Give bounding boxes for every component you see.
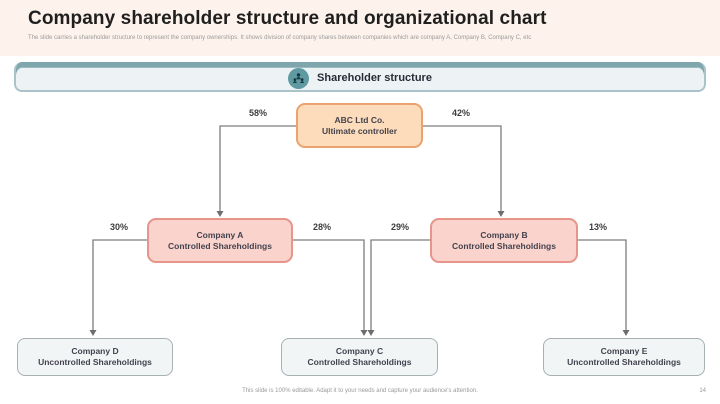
page-subtitle: The slide carries a shareholder structur… — [28, 35, 532, 41]
page-number: 14 — [699, 388, 706, 394]
org-node-company-d: Company D Uncontrolled Shareholdings — [17, 338, 173, 376]
section-banner: Shareholder structure — [14, 62, 706, 92]
org-node-company-e: Company E Uncontrolled Shareholdings — [543, 338, 705, 376]
section-banner-label: Shareholder structure — [317, 72, 432, 84]
share-label-abc-to-a: 58% — [248, 108, 268, 118]
node-subtitle: Controlled Shareholdings — [452, 240, 556, 251]
node-title: Company D — [71, 346, 119, 357]
node-subtitle: Controlled Shareholdings — [168, 240, 272, 251]
node-title: Company A — [196, 229, 244, 240]
share-label-b-to-e: 13% — [588, 222, 608, 232]
org-node-company-b: Company B Controlled Shareholdings — [430, 218, 578, 263]
node-title: Company C — [335, 346, 384, 357]
node-title: ABC Ltd Co. — [334, 114, 385, 125]
org-node-company-a: Company A Controlled Shareholdings — [147, 218, 293, 263]
org-node-abc-ltd: ABC Ltd Co. Ultimate controller — [296, 103, 423, 148]
share-label-b-to-c: 29% — [390, 222, 410, 232]
footer-note: This slide is 100% editable. Adapt it to… — [242, 388, 478, 394]
people-group-icon — [288, 67, 310, 89]
node-subtitle: Controlled Shareholdings — [307, 357, 412, 367]
share-label-abc-to-b: 42% — [451, 108, 471, 118]
header: Company shareholder structure and organi… — [0, 0, 720, 56]
page-title: Company shareholder structure and organi… — [28, 8, 547, 29]
node-title: Company B — [480, 229, 528, 240]
share-label-a-to-c: 28% — [312, 222, 332, 232]
share-label-a-to-d: 30% — [109, 222, 129, 232]
node-subtitle: Uncontrolled Shareholdings — [38, 357, 152, 367]
org-node-company-c: Company C Controlled Shareholdings — [281, 338, 438, 376]
node-title: Company E — [600, 346, 648, 357]
node-subtitle: Uncontrolled Shareholdings — [567, 357, 681, 367]
node-subtitle: Ultimate controller — [321, 125, 398, 136]
